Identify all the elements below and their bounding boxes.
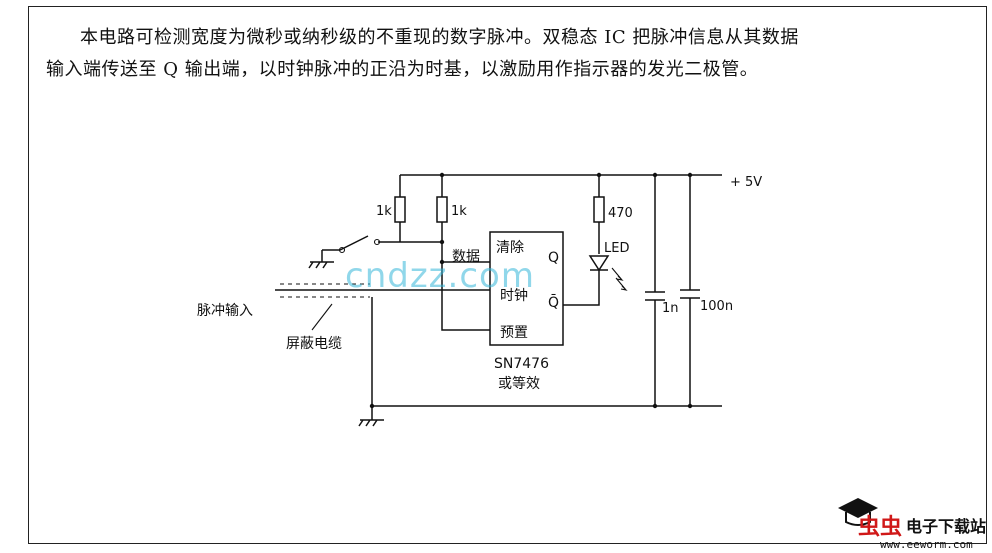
ic-body [489, 231, 564, 346]
c2-label: 100n [700, 299, 733, 314]
r1-resistor [394, 196, 406, 223]
pin-qbar-label: Q̄ [548, 293, 559, 311]
c1-label: 1n [662, 301, 679, 316]
c1-capacitor [645, 291, 665, 301]
r1-label: 1k [376, 204, 392, 219]
logo-chars: 虫虫 [858, 514, 902, 540]
led-resistor [593, 196, 605, 223]
pin-clock-label: 时钟 [500, 287, 528, 304]
diagram-frame [28, 6, 987, 544]
ic-equivalent: 或等效 [498, 375, 540, 392]
pin-clear-label: 清除 [496, 240, 524, 256]
site-logo: 虫虫 电子下载站 www.eeworm.com [838, 498, 986, 551]
pin-q-label: Q [548, 250, 559, 266]
description-line-2: 输入端传送至 Q 输出端，以时钟脉冲的正沿为时基，以激励用作指示器的发光二极管。 [46, 59, 759, 80]
led-to-qbar-wire [563, 270, 600, 306]
c2-capacitor [680, 289, 700, 299]
led-icon [588, 255, 610, 272]
led-light-arrows [611, 267, 628, 291]
shield-cable-label: 屏蔽电缆 [286, 336, 342, 352]
watermark: cndzz.com [345, 256, 535, 296]
description-text: 本电路可检测宽度为微秒或纳秒级的不重现的数字脉冲。双稳态 IC 把脉冲信息从其数… [46, 22, 926, 86]
ic-name: SN7476 [494, 356, 549, 372]
r2-label: 1k [451, 204, 467, 219]
r2-wire [441, 175, 490, 331]
junction-dots [369, 172, 693, 409]
pin-data-label: 数据 [452, 249, 480, 265]
logo-url: www.eeworm.com [880, 538, 973, 551]
switch-ground-icon [308, 250, 334, 269]
logo-name: 电子下载站 [906, 517, 986, 536]
pin-preset-label: 预置 [500, 325, 528, 341]
ground-icon [358, 406, 384, 427]
led-label: LED [604, 241, 629, 256]
description-line-1: 本电路可检测宽度为微秒或纳秒级的不重现的数字脉冲。双稳态 IC 把脉冲信息从其数… [80, 27, 799, 48]
switch-contact-right [373, 238, 381, 246]
pulse-input-label: 脉冲输入 [197, 303, 253, 319]
r2-resistor [436, 196, 448, 223]
shield-pointer [311, 303, 333, 331]
switch-contact-left [338, 246, 346, 254]
led-resistor-label: 470 [608, 206, 633, 221]
supply-label: + 5V [730, 175, 762, 190]
